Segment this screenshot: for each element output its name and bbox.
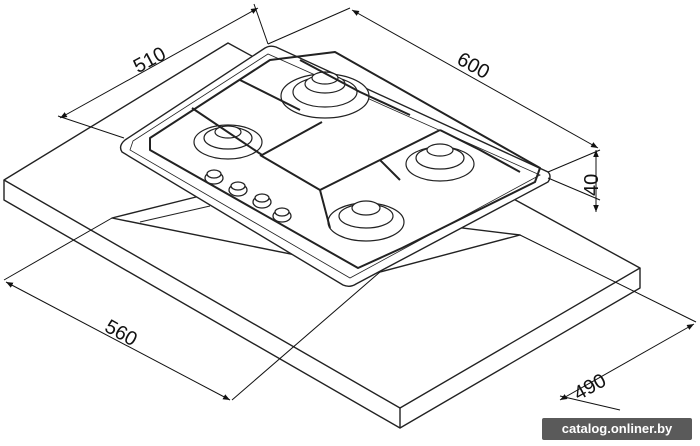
dimension-lines (3, 3, 697, 411)
control-knobs (204, 169, 292, 223)
dimension-label-600: 600 (453, 48, 493, 83)
dimension-label-510: 510 (130, 43, 170, 78)
dimension-label-560: 560 (101, 316, 141, 351)
burner-front (327, 200, 405, 242)
watermark: catalog.onliner.by (542, 418, 692, 440)
dimension-label-40: 40 (581, 174, 603, 196)
burner-left (193, 124, 263, 160)
